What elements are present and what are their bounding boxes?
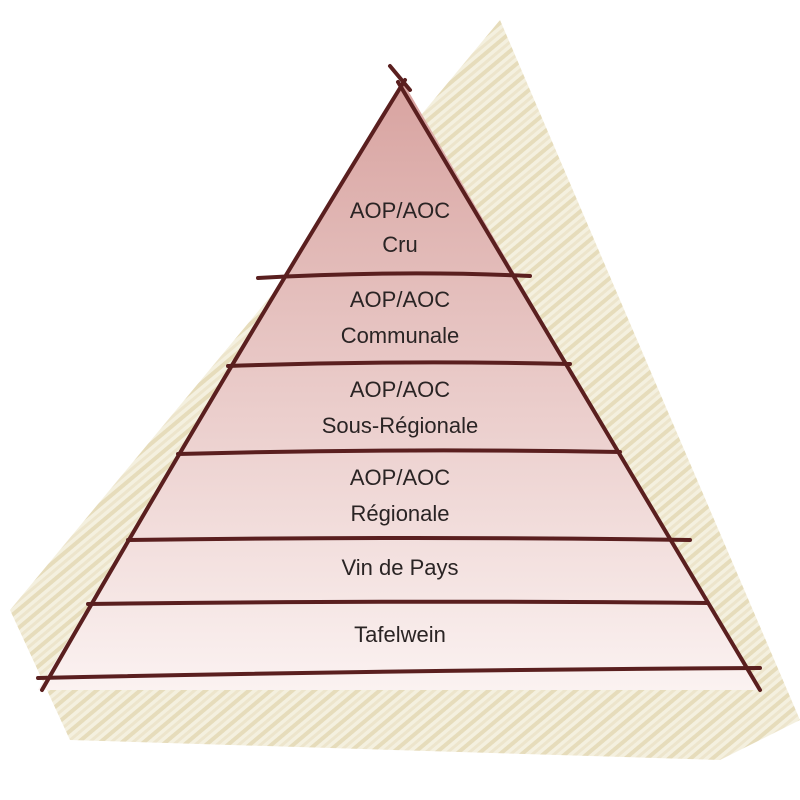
tier-vindepays-label: Vin de Pays [341, 555, 458, 580]
tier-dividers [36, 271, 762, 680]
tier-regionale-line-2: Régionale [350, 501, 449, 526]
pyramid-left-edge [40, 78, 407, 692]
pyramid-base-line [36, 666, 762, 680]
tier-tafelwein-label: Tafelwein [354, 622, 446, 647]
pyramid-outline [40, 64, 762, 692]
divider-sousregionale-regionale [176, 448, 622, 456]
divider-vindepays-tafelwein [86, 599, 710, 606]
divider-cru-communale [256, 271, 532, 280]
tier-sousregionale-line-1: AOP/AOC [350, 377, 450, 402]
pyramid-right-edge [396, 80, 762, 692]
tier-sousregionale-line-2: Sous-Régionale [322, 413, 479, 438]
tier-cru-line-1: AOP/AOC [350, 198, 450, 223]
divider-communale-sousregionale [226, 360, 572, 368]
tier-regionale-line-1: AOP/AOC [350, 465, 450, 490]
tier-communale-line-1: AOP/AOC [350, 287, 450, 312]
tier-labels: AOP/AOC Cru AOP/AOC Communale AOP/AOC So… [322, 198, 479, 647]
divider-regionale-vindepays [126, 536, 692, 542]
pyramid-apex-stroke [388, 64, 412, 92]
tier-communale-line-2: Communale [341, 323, 460, 348]
tier-cru-line-2: Cru [382, 232, 417, 257]
